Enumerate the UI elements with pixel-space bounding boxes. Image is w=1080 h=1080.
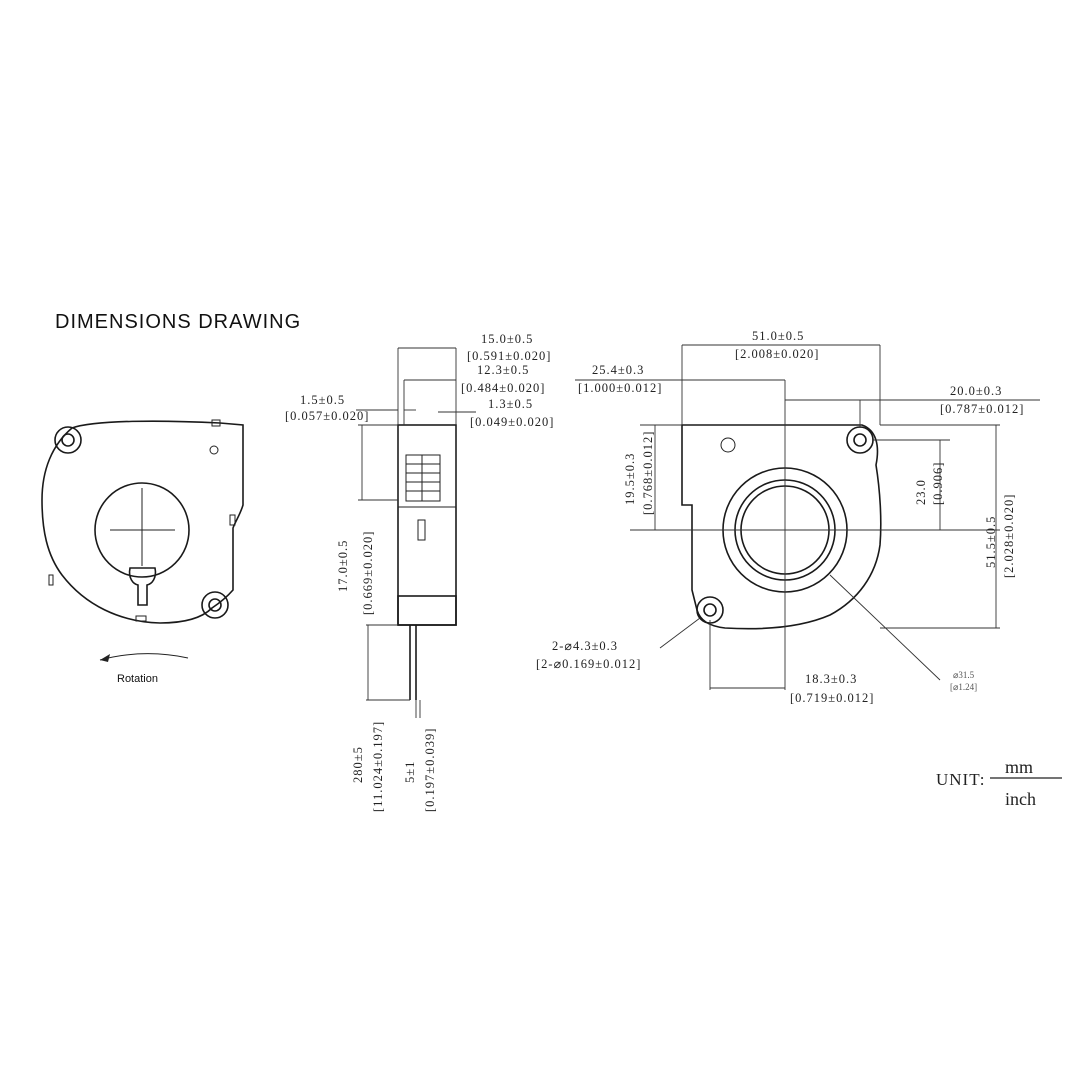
center-offset-mm: 25.4±0.3 [592, 363, 644, 377]
side-outlet-mm: 17.0±0.5 [336, 540, 350, 592]
front-height-mm: 51.5±0.5 [984, 516, 998, 568]
bottom-notch [135, 615, 147, 622]
front-height-in: [2.028±0.020] [1002, 494, 1016, 578]
vertical-offset-mm: 19.5±0.3 [623, 453, 637, 505]
side-mid-notch [417, 519, 426, 541]
side-fins [405, 454, 441, 502]
motor-hub-circle [94, 482, 190, 578]
top-tab [211, 419, 221, 427]
front-view: 51.0±0.5 [2.008±0.020] 25.4±0.3 [1.000±0… [536, 329, 1040, 705]
front-width-in: [2.008±0.020] [735, 347, 819, 361]
rotation-mark-icon [720, 437, 736, 453]
mounting-ear-bottom-right [201, 591, 229, 619]
front-mount-ear-top [846, 426, 874, 454]
center-offset-in: [1.000±0.012] [578, 381, 662, 395]
hub-height-mm: 23.0 [914, 479, 928, 505]
drawing-title: DIMENSIONS DRAWING [55, 311, 301, 333]
front-mount-hole-bottom [703, 603, 717, 617]
hub-dia-mm: ⌀31.5 [953, 670, 975, 680]
mounting-ear-top-left [54, 426, 82, 454]
side-view: 15.0±0.5 [0.591±0.020] 12.3±0.5 [0.484±0… [285, 332, 554, 812]
side-upper-block [397, 424, 457, 508]
bottom-offset-mm: 18.3±0.3 [805, 672, 857, 686]
side-lip-right-mm: 1.3±0.5 [488, 397, 533, 411]
side-notch [229, 514, 236, 526]
holes-in: [2-⌀0.169±0.012] [536, 657, 641, 671]
hub-height-in: [0.906] [931, 462, 945, 505]
side-outlet-in: [0.669±0.020] [361, 531, 375, 615]
side-width-mm: 15.0±0.5 [481, 332, 533, 346]
side-lip-left-in: [0.057±0.020] [285, 409, 369, 423]
screw-hole-top-right [209, 445, 219, 455]
side-width-in: [0.591±0.020] [467, 349, 551, 363]
side-notch-left [48, 574, 54, 586]
front-mount-hole-top [853, 433, 867, 447]
mounting-hole-bottom-right [208, 598, 222, 612]
strip-length-in: [0.197±0.039] [423, 728, 437, 812]
mounting-hole-top-left [61, 433, 75, 447]
front-housing-outline [681, 424, 882, 630]
rotation-arrow [99, 653, 189, 661]
hole-offset-mm: 20.0±0.3 [950, 384, 1002, 398]
front-width-mm: 51.0±0.5 [752, 329, 804, 343]
rotation-arrowhead [100, 654, 110, 662]
side-lip-left-mm: 1.5±0.5 [300, 393, 345, 407]
unit-denominator: inch [1005, 789, 1036, 809]
side-bottom-block [397, 595, 457, 626]
cable-keyhole [128, 567, 157, 606]
fan-outline-view: Rotation [41, 419, 244, 685]
side-inner-in: [0.484±0.020] [461, 381, 545, 395]
unit-numerator: mm [1005, 757, 1033, 777]
lead-length-in: [11.024±0.197] [371, 721, 385, 812]
hub-dia-in: [⌀1.24] [950, 682, 977, 692]
vertical-offset-in: [0.768±0.012] [641, 431, 655, 515]
rotation-label: Rotation [117, 673, 158, 685]
strip-length-mm: 5±1 [403, 761, 417, 783]
unit-label: UNIT: [936, 770, 985, 789]
bottom-offset-in: [0.719±0.012] [790, 691, 874, 705]
front-mount-ear-bottom [696, 596, 724, 624]
holes-mm: 2-⌀4.3±0.3 [552, 639, 618, 653]
unit-legend: UNIT: mm inch [936, 757, 1062, 809]
side-lip-right-in: [0.049±0.020] [470, 415, 554, 429]
lead-length-mm: 280±5 [351, 746, 365, 783]
side-inner-mm: 12.3±0.5 [477, 363, 529, 377]
hole-offset-in: [0.787±0.012] [940, 402, 1024, 416]
